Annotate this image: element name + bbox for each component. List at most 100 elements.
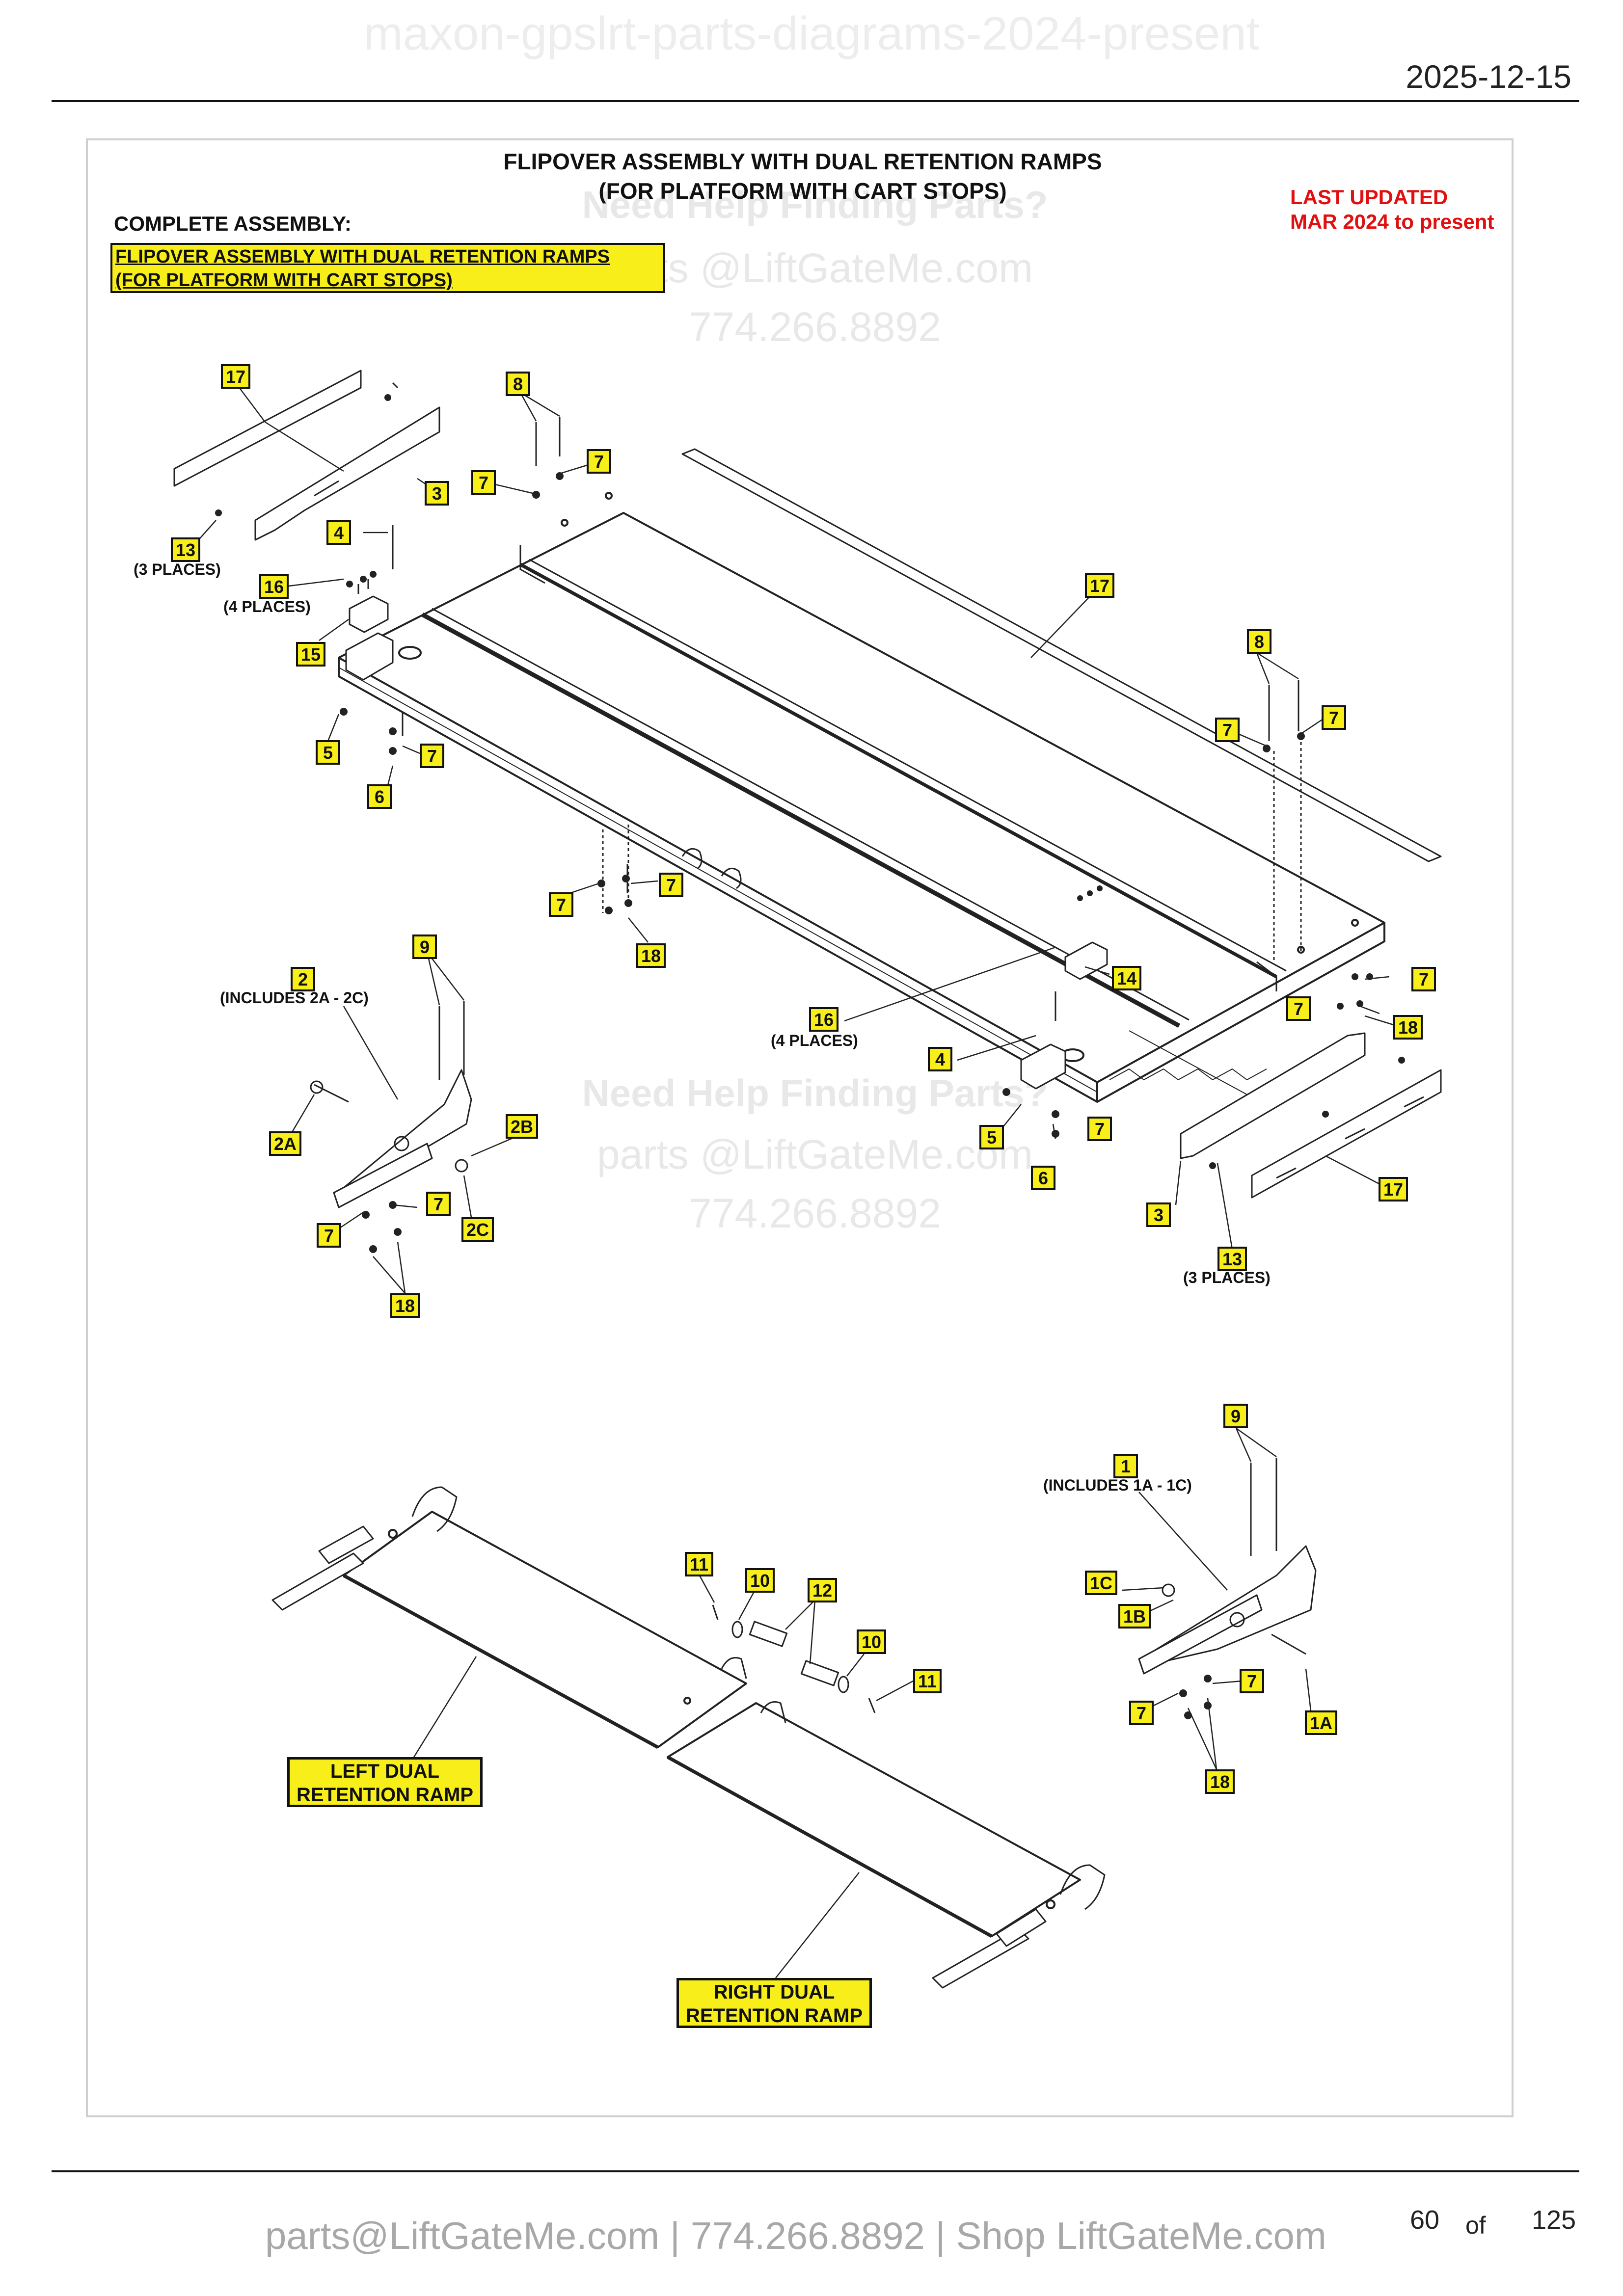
left-ramp-line1: LEFT DUAL (330, 1761, 440, 1782)
callout-13: 13 (171, 537, 201, 562)
note-4-places-2: (4 PLACES) (771, 1032, 858, 1049)
callout-15: 15 (296, 642, 326, 667)
bracket-1-drawing (1138, 1458, 1317, 1675)
callout-2b: 2B (506, 1114, 539, 1139)
complete-assembly-label: COMPLETE ASSEMBLY: (114, 212, 352, 235)
callout-3: 3 (425, 481, 449, 506)
callout-7: 7 (1215, 718, 1240, 742)
callout-16: 16 (259, 574, 289, 599)
strip-top-right-drawing (681, 448, 1442, 862)
diagram-title-line2: (FOR PLATFORM WITH CART STOPS) (598, 178, 1007, 204)
callout-2c: 2C (461, 1217, 494, 1242)
callout-7: 7 (549, 892, 573, 917)
callout-3: 3 (1146, 1202, 1171, 1227)
callout-5: 5 (316, 740, 340, 765)
callout-18: 18 (636, 943, 666, 968)
callout-1c: 1C (1085, 1571, 1118, 1595)
page-total: 125 (1532, 2205, 1576, 2235)
watermark-phone-2: 774.266.8892 (689, 1190, 941, 1236)
complete-assembly-line2: (FOR PLATFORM WITH CART STOPS) (115, 270, 453, 291)
callout-7: 7 (420, 744, 444, 768)
right-ramp-line2: RETENTION RAMP (686, 2005, 863, 2027)
callout-6: 6 (367, 784, 392, 809)
callout-14: 14 (1112, 966, 1142, 990)
bolts-drawing (392, 417, 1302, 1021)
last-updated-date: MAR 2024 to present (1290, 210, 1494, 233)
footer-rule (52, 2170, 1579, 2172)
callout-1: 1 (1113, 1454, 1138, 1478)
hardware-dots (215, 394, 1405, 1719)
callout-17: 17 (1379, 1177, 1408, 1201)
note-4-places: (4 PLACES) (223, 598, 311, 615)
side-plate-left-drawing (173, 370, 440, 541)
callout-10: 10 (745, 1568, 775, 1593)
leader-lines (196, 382, 1397, 1978)
callout-7: 7 (1322, 705, 1346, 730)
callout-6: 6 (1031, 1166, 1055, 1190)
callout-18: 18 (1393, 1015, 1423, 1040)
diagram-frame (86, 138, 1514, 2117)
watermark-help: Need Help Finding Parts? (582, 183, 1048, 226)
complete-assembly-box: FLIPOVER ASSEMBLY WITH DUAL RETENTION RA… (110, 243, 665, 293)
page-current: 60 (1410, 2205, 1440, 2235)
callout-7: 7 (426, 1192, 451, 1216)
cart-stop-left-drawing (345, 579, 394, 681)
complete-assembly-line1: FLIPOVER ASSEMBLY WITH DUAL RETENTION RA… (115, 246, 610, 267)
callout-7: 7 (587, 449, 611, 474)
header-watermark-title: maxon-gpslrt-parts-diagrams-2024-present (363, 7, 1260, 60)
callout-13: 13 (1217, 1247, 1247, 1271)
callout-9: 9 (412, 934, 437, 959)
left-ramp-callout: LEFT DUAL RETENTION RAMP (287, 1757, 483, 1807)
header-date: 2025-12-15 (1406, 58, 1571, 95)
right-ramp-callout: RIGHT DUAL RETENTION RAMP (676, 1978, 872, 2028)
callout-7: 7 (1129, 1701, 1154, 1725)
callout-4: 4 (928, 1047, 952, 1071)
callout-7: 7 (317, 1223, 341, 1248)
callout-10: 10 (857, 1629, 887, 1654)
callout-7: 7 (659, 873, 683, 897)
callout-7: 7 (1286, 996, 1311, 1021)
side-plate-right-drawing (1180, 1032, 1442, 1199)
note-includes-1a-1c: (INCLUDES 1A - 1C) (1043, 1476, 1192, 1494)
callout-18: 18 (390, 1293, 420, 1318)
callout-1a: 1A (1305, 1710, 1338, 1735)
callout-7: 7 (1240, 1669, 1264, 1693)
callout-18: 18 (1205, 1769, 1235, 1794)
page-of: of (1465, 2212, 1486, 2239)
callout-7: 7 (471, 470, 496, 495)
callout-1b: 1B (1118, 1604, 1151, 1629)
header-rule (52, 100, 1579, 102)
note-3-places: (3 PLACES) (134, 561, 221, 578)
callout-5: 5 (979, 1125, 1004, 1149)
watermark-phone: 774.266.8892 (689, 304, 941, 350)
bracket-2-drawing (310, 1001, 472, 1208)
watermark-email-2: parts @LiftGateMe.com (596, 1131, 1033, 1177)
note-3-places-2: (3 PLACES) (1183, 1269, 1271, 1286)
left-ramp-line2: RETENTION RAMP (297, 1784, 473, 1806)
callout-12: 12 (808, 1578, 838, 1602)
right-ramp-drawing (667, 1701, 1106, 1989)
watermark-email: parts @LiftGateMe.com (596, 245, 1033, 291)
callout-7: 7 (1411, 967, 1436, 991)
callout-17: 17 (1085, 573, 1115, 598)
diagram-title-line1: FLIPOVER ASSEMBLY WITH DUAL RETENTION RA… (503, 149, 1102, 174)
callout-16: 16 (809, 1007, 839, 1032)
hinge-pins-drawing (712, 1604, 876, 1713)
callout-7: 7 (1087, 1117, 1112, 1141)
last-updated-label: LAST UPDATED (1290, 186, 1448, 209)
callout-9: 9 (1223, 1404, 1248, 1428)
callout-2a: 2A (269, 1131, 302, 1156)
callout-11: 11 (913, 1669, 942, 1693)
platform-drawing (338, 492, 1385, 1103)
callout-8: 8 (506, 372, 530, 396)
footer-contact-line[interactable]: parts@LiftGateMe.com | 774.266.8892 | Sh… (265, 2214, 1326, 2257)
right-ramp-line1: RIGHT DUAL (713, 1981, 835, 2003)
callout-11: 11 (685, 1552, 714, 1576)
watermark-help-2: Need Help Finding Parts? (582, 1071, 1048, 1115)
note-includes-2a-2c: (INCLUDES 2A - 2C) (220, 989, 369, 1007)
callout-17: 17 (221, 364, 251, 389)
callout-8: 8 (1247, 629, 1271, 654)
left-ramp-drawing (271, 1486, 747, 1749)
callout-2: 2 (291, 967, 315, 991)
